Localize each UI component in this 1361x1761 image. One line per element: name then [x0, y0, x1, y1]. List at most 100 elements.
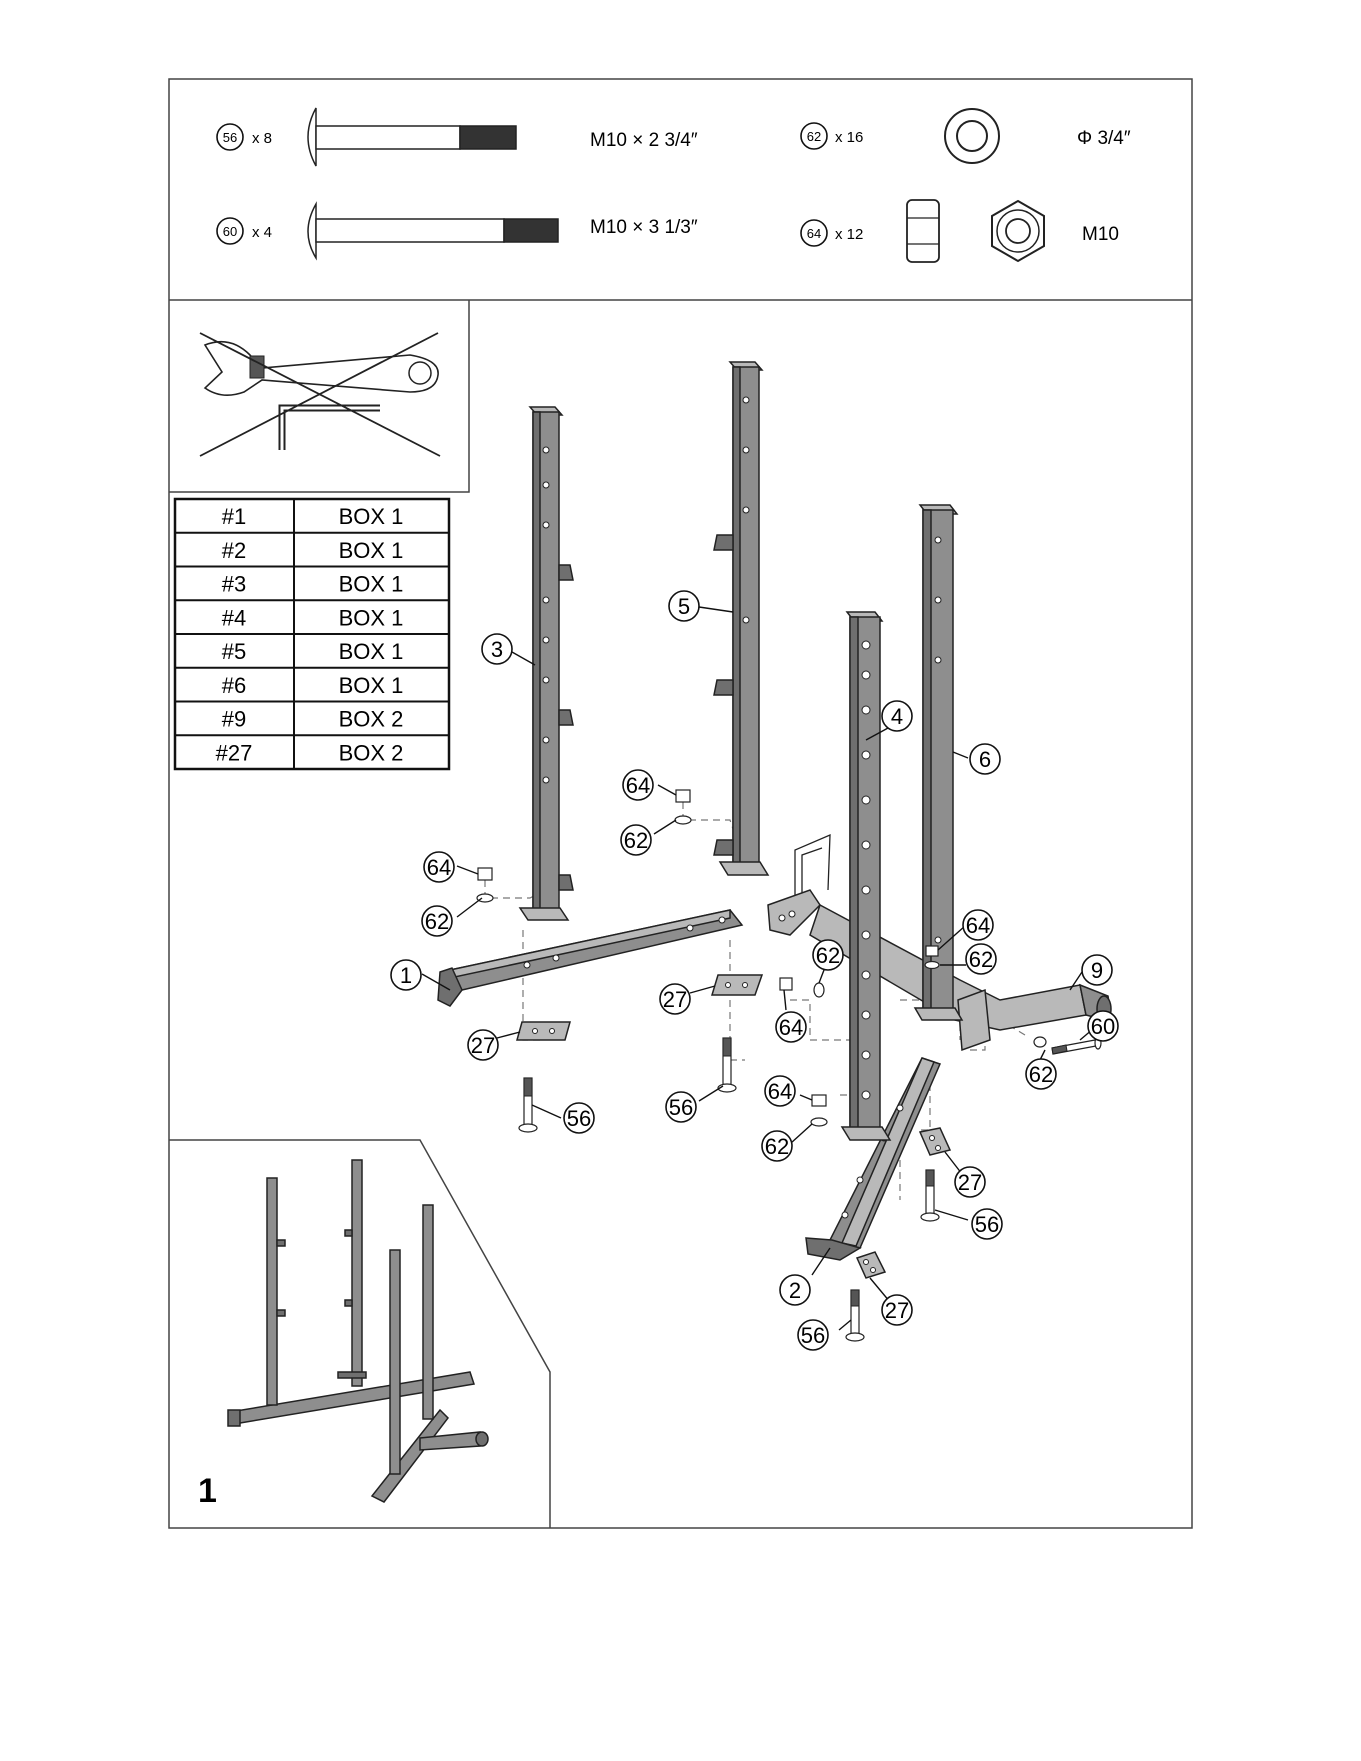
- callout-label: 62: [816, 943, 840, 968]
- callout-64: 64: [776, 1012, 806, 1042]
- washer-62: [814, 983, 824, 997]
- part-6-upright: [915, 505, 962, 1020]
- callout-label: 1: [400, 963, 412, 988]
- callout-56: 56: [972, 1209, 1002, 1239]
- assembled-rack-illustration: [228, 1160, 488, 1502]
- callout-56: 56: [798, 1320, 828, 1350]
- hardware-spec: M10 × 3 1/3″: [590, 217, 698, 238]
- page-frame: [169, 79, 1192, 1528]
- callout-27: 27: [882, 1295, 912, 1325]
- hardware-spec: M10 × 2 3/4″: [590, 130, 698, 151]
- callout-62: 62: [762, 1131, 792, 1161]
- callout-label: 64: [966, 913, 990, 938]
- callout-label: 9: [1091, 958, 1103, 983]
- callout-62: 62: [966, 944, 996, 974]
- table-cell-box: BOX 1: [339, 538, 404, 563]
- hardware-part-number: 62: [807, 129, 821, 144]
- step-number: 1: [198, 1472, 217, 1510]
- table-cell-box: BOX 2: [339, 707, 404, 732]
- table-cell-part: #9: [222, 707, 246, 732]
- carriage-bolt-icon: [308, 204, 558, 258]
- hardware-panel: 56 x 8 M10 × 2 3/4″ 60 x 4 M10 × 3 1/3″: [217, 108, 1131, 262]
- table-cell-part: #5: [222, 639, 246, 664]
- table-cell-part: #6: [222, 673, 246, 698]
- hex-nut-icon: [992, 201, 1044, 261]
- callout-56: 56: [666, 1092, 696, 1122]
- hardware-part-number: 60: [223, 224, 237, 239]
- callout-27: 27: [660, 984, 690, 1014]
- callout-label: 27: [471, 1033, 495, 1058]
- hardware-spec: Φ 3/4″: [1077, 128, 1131, 149]
- callout-label: 62: [624, 828, 648, 853]
- table-cell-box: BOX 2: [339, 740, 404, 765]
- hardware-quantity: x 8: [252, 130, 272, 147]
- callout-6: 6: [970, 744, 1000, 774]
- nut-64: [926, 946, 938, 956]
- callout-5: 5: [669, 591, 699, 621]
- hex-key-icon: [282, 408, 380, 450]
- callout-64: 64: [424, 852, 454, 882]
- table-cell-box: BOX 1: [339, 504, 404, 529]
- nut-64: [780, 978, 792, 990]
- table-cell-part: #2: [222, 538, 246, 563]
- callout-label: 62: [425, 909, 449, 934]
- table-cell-part: #3: [222, 572, 246, 597]
- callout-64: 64: [765, 1076, 795, 1106]
- hardware-quantity: x 4: [252, 224, 272, 241]
- callout-label: 6: [979, 747, 991, 772]
- callout-label: 62: [969, 947, 993, 972]
- callout-label: 64: [427, 855, 451, 880]
- callout-label: 64: [626, 773, 650, 798]
- wrench-icon: [205, 342, 438, 396]
- callout-64: 64: [623, 770, 653, 800]
- assembled-view-inset: 1: [169, 1140, 550, 1528]
- callout-label: 2: [789, 1278, 801, 1303]
- carriage-bolt-icon: [308, 108, 516, 166]
- callout-label: 60: [1091, 1014, 1115, 1039]
- hardware-part-number: 56: [223, 130, 237, 145]
- callout-62: 62: [621, 825, 651, 855]
- callout-label: 27: [885, 1298, 909, 1323]
- table-cell-box: BOX 1: [339, 639, 404, 664]
- callout-27: 27: [468, 1030, 498, 1060]
- callout-3: 3: [482, 634, 512, 664]
- table-cell-box: BOX 1: [339, 673, 404, 698]
- callout-label: 62: [765, 1134, 789, 1159]
- hardware-part-number: 64: [807, 226, 821, 241]
- callout-label: 62: [1029, 1062, 1053, 1087]
- table-cell-box: BOX 1: [339, 572, 404, 597]
- tools-not-needed-panel: [169, 300, 469, 492]
- callout-label: 5: [678, 594, 690, 619]
- nut-64: [676, 790, 690, 802]
- bolt-56: [921, 1170, 939, 1221]
- callout-9: 9: [1082, 955, 1112, 985]
- callout-62: 62: [1026, 1059, 1056, 1089]
- table-cell-part: #4: [222, 605, 246, 630]
- hardware-spec: M10: [1082, 224, 1119, 245]
- washer-icon: [945, 109, 999, 163]
- callout-label: 56: [975, 1212, 999, 1237]
- part-27-bracket: [712, 975, 762, 995]
- hardware-quantity: x 16: [835, 129, 863, 146]
- callout-label: 27: [958, 1170, 982, 1195]
- nut-64: [478, 868, 492, 880]
- washer-62: [675, 816, 691, 824]
- callout-label: 3: [491, 637, 503, 662]
- callout-label: 64: [768, 1079, 792, 1104]
- part-3-upright: [520, 407, 573, 920]
- callout-label: 56: [801, 1323, 825, 1348]
- hardware-item-60: 60 x 4 M10 × 3 1/3″: [217, 204, 698, 258]
- callout-62: 62: [422, 906, 452, 936]
- washer-62: [925, 962, 939, 969]
- callout-27: 27: [955, 1167, 985, 1197]
- part-4-upright: [842, 612, 890, 1140]
- table-cell-part: #1: [222, 504, 246, 529]
- part-5-upright: [714, 362, 768, 875]
- callout-62: 62: [813, 940, 843, 970]
- callout-label: 56: [567, 1106, 591, 1131]
- hardware-item-62: 62 x 16 Φ 3/4″: [801, 109, 1131, 163]
- callout-label: 4: [891, 704, 903, 729]
- bolt-56: [718, 1038, 736, 1092]
